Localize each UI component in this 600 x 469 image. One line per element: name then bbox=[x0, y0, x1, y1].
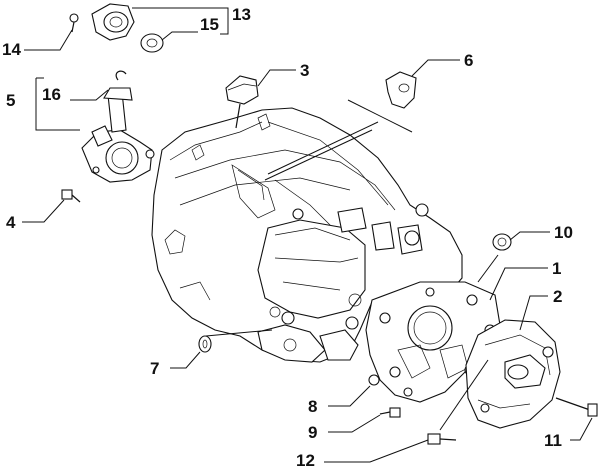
bolt-11 bbox=[555, 397, 598, 417]
callout-7: 7 bbox=[150, 351, 201, 378]
ring-7 bbox=[198, 335, 212, 353]
svg-text:16: 16 bbox=[42, 85, 61, 104]
svg-text:2: 2 bbox=[553, 287, 562, 306]
svg-text:12: 12 bbox=[296, 451, 315, 469]
svg-text:4: 4 bbox=[6, 213, 16, 232]
bolt-9 bbox=[379, 407, 401, 418]
cap-3 bbox=[225, 75, 259, 129]
svg-text:5: 5 bbox=[6, 91, 15, 110]
callout-9: 9 bbox=[308, 414, 381, 442]
svg-text:10: 10 bbox=[554, 223, 573, 242]
callout-12: 12 bbox=[296, 439, 429, 469]
svg-text:1: 1 bbox=[552, 259, 561, 278]
svg-text:6: 6 bbox=[464, 51, 473, 70]
callout-16: 16 bbox=[42, 85, 109, 104]
callout-5: 5 bbox=[6, 77, 80, 131]
sleeve-6 bbox=[385, 71, 417, 109]
bolt-14 bbox=[69, 13, 79, 33]
callout-4: 4 bbox=[6, 199, 65, 232]
svg-text:15: 15 bbox=[200, 15, 219, 34]
svg-text:14: 14 bbox=[2, 40, 21, 59]
svg-text:7: 7 bbox=[150, 359, 159, 378]
svg-text:8: 8 bbox=[308, 397, 317, 416]
svg-text:9: 9 bbox=[308, 423, 317, 442]
callout-6: 6 bbox=[411, 51, 473, 77]
plug-10 bbox=[492, 233, 512, 251]
callout-13: 13 bbox=[132, 5, 251, 35]
callout-10: 10 bbox=[509, 223, 573, 242]
svg-text:3: 3 bbox=[300, 61, 309, 80]
svg-text:13: 13 bbox=[232, 5, 251, 24]
bolt-4 bbox=[61, 189, 81, 203]
oil-seal bbox=[140, 33, 164, 53]
callout-2: 2 bbox=[519, 287, 562, 331]
bolt-12 bbox=[427, 433, 457, 445]
callout-11: 11 bbox=[544, 417, 593, 450]
rear-cover bbox=[465, 319, 561, 429]
guide-lines bbox=[205, 99, 499, 431]
callout-15: 15 bbox=[161, 15, 219, 41]
svg-text:11: 11 bbox=[544, 431, 562, 450]
callout-8: 8 bbox=[308, 385, 371, 416]
slave-cylinder bbox=[81, 70, 155, 183]
callout-3: 3 bbox=[257, 61, 309, 87]
callout-1: 1 bbox=[489, 259, 561, 301]
callout-14: 14 bbox=[2, 29, 73, 59]
release-bearing bbox=[91, 3, 135, 41]
pin-8 bbox=[368, 374, 380, 386]
